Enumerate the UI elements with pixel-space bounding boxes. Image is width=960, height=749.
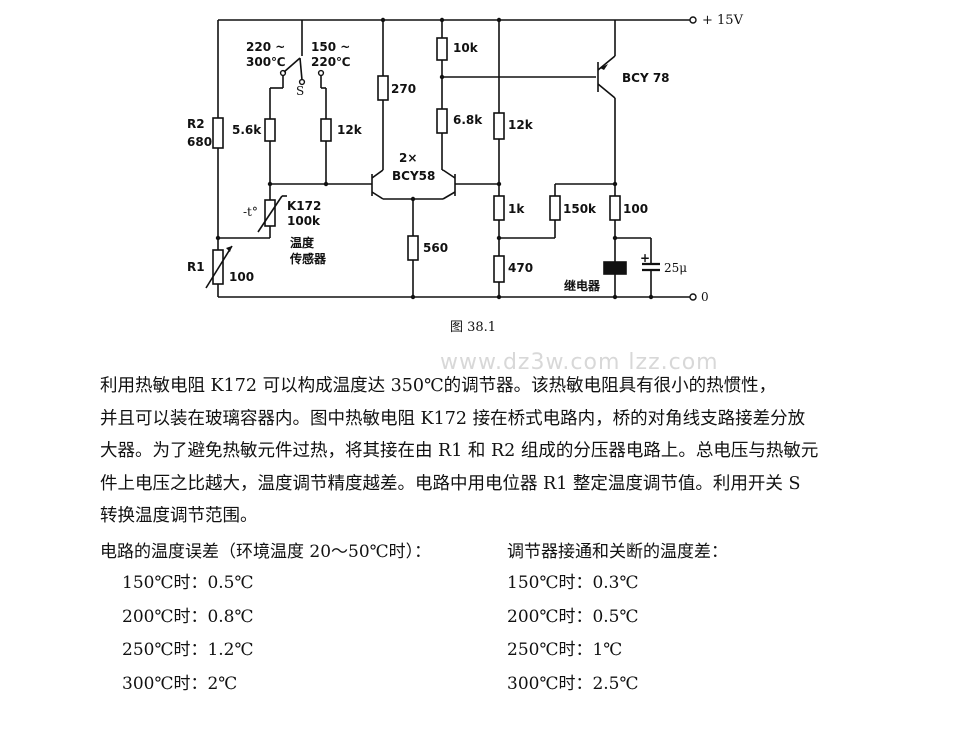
potentiometer-r1 xyxy=(205,245,233,289)
thermistor-desc-line2: 传感器 xyxy=(289,251,327,266)
dual-transistor-label-line1: 2× xyxy=(399,151,417,165)
r2-value: 680 xyxy=(187,135,212,149)
supply-label: + 15V xyxy=(702,13,744,28)
thermistor-desc-line1: 温度 xyxy=(290,235,315,250)
resistor-470 xyxy=(493,255,505,283)
temperature-difference-column: 调节器接通和关断的温度差： 150℃时：0.3℃ 200℃时：0.5℃ 250℃… xyxy=(500,537,728,701)
temperature-error-column: 电路的温度误差（环境温度 20～50℃时）： 150℃时：0.5℃ 200℃时：… xyxy=(100,537,431,701)
res-6-8k-label: 6.8k xyxy=(453,113,483,127)
resistor-r2 xyxy=(212,117,224,149)
thermistor-k172 xyxy=(257,195,287,233)
res-1k-label: 1k xyxy=(508,202,525,216)
res-560-label: 560 xyxy=(423,241,448,255)
res-100-label: 100 xyxy=(623,202,648,216)
res-5-6k-label: 5.6k xyxy=(232,123,262,137)
switch-pos2-label-line1: 150 ~ xyxy=(311,40,350,54)
temperature-difference-row: 300℃时：2.5℃ xyxy=(507,673,639,694)
capacitor-plus: + xyxy=(640,251,650,265)
resistor-5-6k xyxy=(264,118,276,142)
res-10k-label: 10k xyxy=(453,41,479,55)
resistor-150k xyxy=(549,195,561,221)
description-line-2: 并且可以装在玻璃容器内。图中热敏电阻 K172 接在桥式电路内，桥的对角线支路接… xyxy=(100,408,806,429)
watermark: www.dz3w.com lzz.com xyxy=(440,350,719,375)
res-12k-divider-label: 12k xyxy=(508,118,534,132)
resistor-100 xyxy=(609,195,621,221)
circuit-diagram: + 15V 0 R2 680 R1 100 220 ~ 300℃ 150 ~ 2… xyxy=(187,13,744,335)
relay-label: 继电器 xyxy=(564,278,601,293)
temperature-difference-row: 200℃时：0.5℃ xyxy=(507,606,639,627)
dual-transistor-label-line2: BCY58 xyxy=(392,169,435,183)
res-12k-switch-label: 12k xyxy=(337,123,363,137)
figure-caption: 图 38.1 xyxy=(450,320,496,335)
temperature-error-row: 250℃时：1.2℃ xyxy=(122,640,254,660)
resistor-10k xyxy=(436,37,448,61)
ground-label: 0 xyxy=(701,290,709,304)
temperature-error-row: 200℃时：0.8℃ xyxy=(122,606,254,627)
r1-name: R1 xyxy=(187,260,205,274)
thermistor-temp-symbol: -t° xyxy=(243,205,258,219)
resistor-6-8k xyxy=(436,108,448,134)
thermistor-name: K172 xyxy=(287,199,321,213)
resistor-12k-divider xyxy=(493,112,505,140)
switch-pos2-label-line2: 220℃ xyxy=(311,55,351,69)
description-line-1: 利用热敏电阻 K172 可以构成温度达 350℃的调节器。该热敏电阻具有很小的热… xyxy=(100,376,777,396)
thermistor-value: 100k xyxy=(287,214,321,228)
description-line-5: 转换温度调节范围。 xyxy=(100,506,258,527)
switch-pos1-label-line2: 300℃ xyxy=(246,55,286,69)
temperature-difference-heading: 调节器接通和关断的温度差： xyxy=(507,542,728,562)
relay-coil xyxy=(603,261,627,275)
supply-terminal xyxy=(689,16,697,24)
transistor-bcy78-label: BCY 78 xyxy=(622,71,670,85)
capacitor-value: 25μ xyxy=(664,261,687,275)
temperature-difference-row: 150℃时：0.3℃ xyxy=(507,573,639,593)
switch-pos1-label-line1: 220 ~ xyxy=(246,40,285,54)
temperature-difference-row: 250℃时：1℃ xyxy=(507,640,623,660)
temperature-error-heading: 电路的温度误差（环境温度 20～50℃时）： xyxy=(100,542,432,562)
resistor-12k-switch xyxy=(320,118,332,142)
temperature-error-row: 300℃时：2℃ xyxy=(122,673,238,694)
resistor-270 xyxy=(377,75,389,101)
res-270-label: 270 xyxy=(391,82,416,96)
transistor-bcy78 xyxy=(597,55,616,99)
res-150k-label: 150k xyxy=(563,202,597,216)
resistor-560 xyxy=(407,235,419,261)
ground-terminal xyxy=(689,293,697,301)
temperature-error-row: 150℃时：0.5℃ xyxy=(122,573,254,593)
description-line-3: 大器。为了避免热敏元件过热，将其接在由 R1 和 R2 组成的分压器电路上。总电… xyxy=(100,441,819,462)
res-470-label: 470 xyxy=(508,261,533,275)
description-line-4: 件上电压之比越大，温度调节精度越差。电路中用电位器 R1 整定温度调节值。利用开… xyxy=(100,473,801,494)
resistor-1k xyxy=(493,195,505,221)
r2-name: R2 xyxy=(187,117,205,131)
dual-transistor-bcy58 xyxy=(371,169,499,200)
switch-label: S xyxy=(296,84,304,98)
description-paragraph: 利用热敏电阻 K172 可以构成温度达 350℃的调节器。该热敏电阻具有很小的热… xyxy=(100,370,920,533)
r1-value: 100 xyxy=(229,270,254,284)
